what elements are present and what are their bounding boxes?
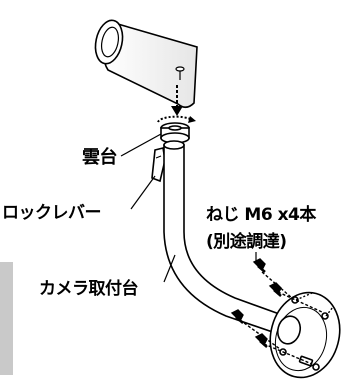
screw-3 bbox=[230, 309, 281, 350]
leader-bracket bbox=[163, 254, 176, 283]
mount-head bbox=[157, 115, 196, 144]
screw-1 bbox=[252, 258, 293, 299]
mount-arrow bbox=[171, 85, 183, 116]
side-panel bbox=[0, 262, 13, 375]
leader-lines bbox=[120, 133, 257, 283]
camera-body bbox=[94, 19, 198, 109]
screw-4 bbox=[254, 333, 313, 365]
leader-lock-lever bbox=[130, 175, 156, 210]
base-plate bbox=[269, 291, 341, 379]
screws-label-line2: (別途調達) bbox=[206, 232, 287, 252]
mount-head-label: 雲台 bbox=[82, 147, 118, 168]
screw-2 bbox=[268, 282, 323, 313]
leader-mount-head bbox=[120, 133, 162, 157]
lock-lever bbox=[151, 147, 166, 183]
lock-lever-label: ロックレバー bbox=[2, 203, 102, 223]
bracket-label: カメラ取付台 bbox=[39, 279, 139, 299]
screws bbox=[230, 258, 334, 365]
screws-label-line1: ねじ M6 x4本 bbox=[206, 205, 316, 225]
